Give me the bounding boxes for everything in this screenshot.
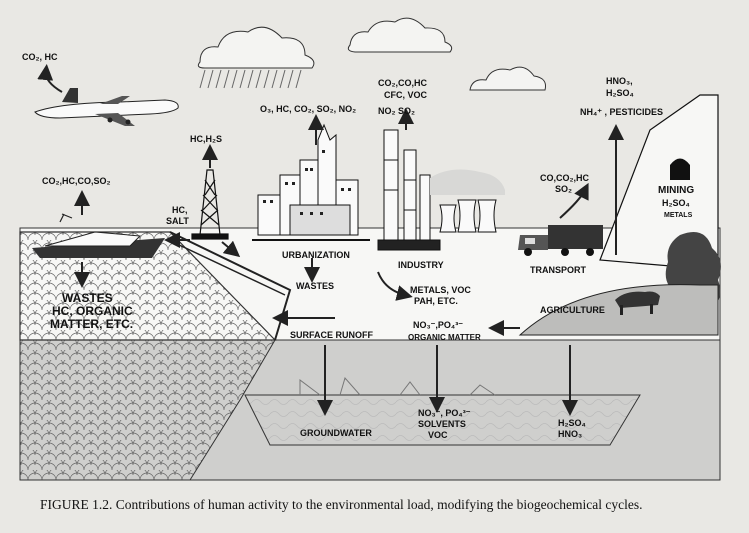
refinery-label-mid: CFC, VOC <box>384 90 428 100</box>
figure-label: FIGURE 1.2. <box>40 497 113 512</box>
agriculture-label: AGRICULTURE <box>540 305 605 315</box>
transport-emissions-label-2: SO₂ <box>555 184 573 194</box>
airplane-icon <box>34 88 179 126</box>
refinery-label-bottom: NO₂ SO₂ <box>378 106 416 116</box>
cloud-icon <box>469 66 546 91</box>
wastes-label-2: HC, ORGANIC <box>52 304 133 318</box>
figure-caption-text: Contributions of human activity to the e… <box>115 497 643 512</box>
truck-icon <box>518 225 603 256</box>
mining-top-label-3: NH₄⁺ , PESTICIDES <box>580 107 664 117</box>
derrick-label-side-2: SALT <box>166 216 189 226</box>
rain-icon <box>199 69 302 89</box>
nutrients-label: NO₃⁻,PO₄³⁻ <box>413 320 463 330</box>
refinery-icon <box>377 129 441 251</box>
gw-right-label-1: H₂SO₄ <box>558 418 586 428</box>
metals-label-1: METALS, VOC <box>410 285 471 295</box>
city-emissions-label: O₃, HC, CO₂, SO₂, NO₂ <box>260 104 357 114</box>
metals-label-2: PAH, ETC. <box>414 296 458 306</box>
agriculture-field <box>518 284 719 336</box>
ship-icon <box>32 213 165 258</box>
arrow-plane-up <box>37 64 63 93</box>
wastes-label-1: WASTES <box>62 291 113 305</box>
cloud-icon <box>197 26 315 69</box>
sea-deep <box>19 339 276 481</box>
gw-chem-label-3: VOC <box>428 430 448 440</box>
gw-chem-label-2: SOLVENTS <box>418 419 466 429</box>
mining-label: MINING <box>658 185 695 196</box>
mining-top-label-1: HNO₃, <box>606 76 633 86</box>
urban-wastes-label: WASTES <box>296 281 335 291</box>
mining-metals-label: METALS <box>664 212 693 219</box>
groundwater-lens <box>244 394 641 446</box>
industry-label: INDUSTRY <box>398 260 444 270</box>
arrow-derrick-right <box>221 240 241 258</box>
figure-caption: FIGURE 1.2. Contributions of human activ… <box>40 497 730 513</box>
derrick-label-top: HC,H₂S <box>190 134 223 144</box>
mining-sub-label: H₂SO₄ <box>662 198 690 208</box>
groundwater-label: GROUNDWATER <box>300 428 372 438</box>
transport-emissions-label-1: CO,CO₂,HC <box>540 173 589 183</box>
cloud-icon <box>347 17 453 53</box>
gw-chem-label-1: NO₃⁻, PO₄³⁻ <box>418 408 471 418</box>
oil-derrick-icon <box>191 169 229 240</box>
ship-emissions-label: CO₂,HC,CO,SO₂ <box>42 176 111 186</box>
organic-matter-label: ORGANIC MATTER <box>408 333 481 342</box>
gw-right-label-2: HNO₃ <box>558 429 583 439</box>
urbanization-label: URBANIZATION <box>282 250 350 260</box>
derrick-label-side-1: HC, <box>172 205 188 215</box>
wastes-label-3: MATTER, ETC. <box>50 317 134 331</box>
transport-label: TRANSPORT <box>530 265 586 275</box>
refinery-label-top: CO₂,CO,HC <box>378 78 427 88</box>
mining-top-label-2: H₂SO₄ <box>606 88 634 98</box>
cow-icon <box>615 291 660 315</box>
plane-emissions-label: CO₂, HC <box>22 52 58 62</box>
city-icon <box>252 123 370 241</box>
arrow-industry-curve <box>377 271 413 301</box>
arrow-truck-up <box>559 182 589 219</box>
surface-runoff-label: SURFACE RUNOFF <box>290 330 373 340</box>
cooling-tower-icon <box>430 169 505 233</box>
